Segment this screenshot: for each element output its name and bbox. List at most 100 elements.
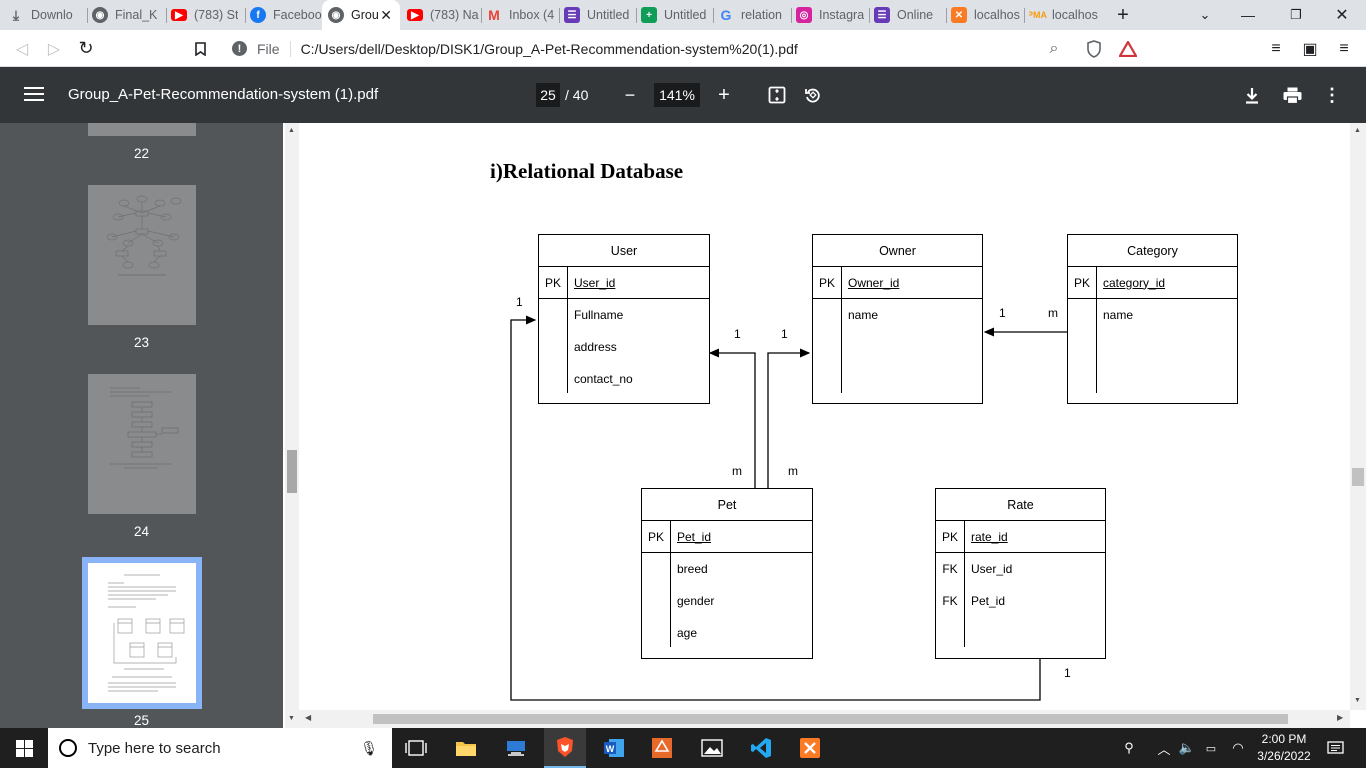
close-tab-icon[interactable]: ✕ (380, 6, 392, 23)
fk-label: FK (942, 562, 958, 576)
back-arrow-icon[interactable]: ◁ (15, 40, 29, 58)
sidebar-scrollbar[interactable]: ▲ ▼ (285, 123, 299, 728)
tab-sheets[interactable]: + Untitled (641, 0, 713, 30)
tab-strip: ⤓ Downlo ◉ Final_K ▶ (783) St f Faceboo … (0, 0, 1366, 30)
line-rate-to-user (510, 315, 1041, 701)
bookmark-icon[interactable] (188, 30, 212, 67)
wallet-icon[interactable]: ▣ (1302, 40, 1318, 58)
more-actions-icon[interactable]: ⋮ (1323, 84, 1341, 105)
network-app-icon[interactable] (496, 728, 536, 768)
file-explorer-icon[interactable] (446, 728, 486, 768)
tab-final[interactable]: ◉ Final_K (92, 0, 167, 30)
thumbnail-number: 24 (133, 524, 150, 539)
field: Fullname (574, 308, 624, 322)
fit-to-page-icon[interactable] (765, 83, 789, 107)
security-label: File (257, 40, 280, 57)
document-vertical-scrollbar[interactable]: ▲ ▼ (1350, 123, 1366, 710)
youtube-icon: ▶ (171, 9, 187, 21)
tab-instagram[interactable]: ◎ Instagra (796, 0, 868, 30)
forms-icon: ☰ (874, 7, 890, 23)
field: name (1103, 308, 1134, 322)
tab-active-pdf[interactable]: ◉ Grou ✕ (322, 0, 400, 30)
people-icon[interactable]: ⚲ (1124, 740, 1134, 755)
brave-browser-icon[interactable] (544, 728, 586, 768)
tab-search-chevron-down-icon[interactable]: ⌄ (1199, 7, 1211, 22)
windows-taskbar: Type here to search 🎙 W ⚲ ︿ 🔈 ▭ ◠ 2:00 P… (0, 728, 1366, 768)
zoom-in-button[interactable]: + (718, 83, 730, 106)
forward-arrow-icon[interactable]: ▷ (47, 40, 61, 58)
notifications-icon[interactable] (1320, 728, 1350, 768)
print-icon[interactable] (1280, 83, 1304, 107)
show-hidden-icons-chevron-up-icon[interactable]: ︿ (1157, 741, 1171, 757)
cardinality-label: m (1048, 306, 1058, 320)
document-horizontal-scrollbar[interactable]: ◀ ▶ (299, 710, 1350, 728)
info-icon[interactable]: ! (232, 41, 247, 56)
new-tab-button[interactable]: + (1117, 3, 1129, 26)
tab-youtube-2[interactable]: ▶ (783) Na (407, 0, 482, 30)
sheets-icon: + (641, 7, 657, 23)
download-icon[interactable] (1240, 83, 1264, 107)
close-window-button[interactable]: ✕ (1335, 7, 1349, 24)
fk-label: FK (942, 594, 958, 608)
thumbnail-page-25-selected[interactable] (82, 557, 202, 709)
field: contact_no (574, 372, 633, 386)
minimize-button[interactable]: — (1241, 7, 1255, 23)
cardinality-label: 1 (999, 306, 1006, 320)
gmail-icon: M (488, 7, 500, 23)
zoom-magnifier-icon[interactable]: ⌕ (1049, 39, 1059, 57)
cardinality-label: 1 (516, 295, 523, 309)
office-app-icon[interactable] (642, 728, 682, 768)
cardinality-label: 1 (1064, 666, 1071, 680)
tab-youtube-1[interactable]: ▶ (783) St (171, 0, 246, 30)
tab-forms-2[interactable]: ☰ Online (874, 0, 946, 30)
tab-facebook[interactable]: f Faceboo (250, 0, 322, 30)
zoom-out-button[interactable]: − (624, 84, 636, 105)
rotate-icon[interactable] (801, 83, 825, 107)
tab-gmail[interactable]: M Inbox (4 (486, 0, 558, 30)
menu-icon[interactable]: ≡ (1339, 39, 1349, 57)
playlist-icon[interactable]: ≡ (1271, 39, 1281, 57)
brave-rewards-icon[interactable] (1117, 30, 1139, 67)
word-icon[interactable]: W (594, 728, 634, 768)
task-view-icon[interactable] (396, 728, 436, 768)
entity-title: Rate (936, 489, 1105, 521)
clock[interactable]: 2:00 PM 3/26/2022 (1252, 731, 1316, 765)
hamburger-menu-icon[interactable] (24, 84, 44, 104)
restore-button[interactable]: ❐ (1290, 7, 1302, 22)
xampp-icon: ✕ (951, 7, 967, 23)
thumbnail-page-24[interactable] (88, 374, 196, 514)
cardinality-label: m (788, 464, 798, 478)
tab-localhost-1[interactable]: ✕ localhos (951, 0, 1023, 30)
url-text[interactable]: C:/Users/dell/Desktop/DISK1/Group_A-Pet-… (300, 40, 798, 57)
wifi-icon[interactable]: ◠ (1232, 740, 1244, 755)
photos-icon[interactable] (692, 728, 732, 768)
windows-start-icon[interactable] (0, 728, 48, 768)
youtube-icon: ▶ (407, 9, 423, 21)
xampp-icon[interactable] (790, 728, 830, 768)
taskbar-search-box[interactable]: Type here to search 🎙 (48, 728, 392, 768)
thumbnail-page-22[interactable] (88, 123, 196, 136)
volume-icon[interactable]: 🔈 (1178, 740, 1196, 755)
battery-icon[interactable]: ▭ (1205, 742, 1217, 755)
zoom-level-input[interactable]: 141% (654, 83, 700, 107)
address-bar[interactable]: ! File C:/Users/dell/Desktop/DISK1/Group… (222, 34, 1122, 63)
tab-forms-1[interactable]: ☰ Untitled (564, 0, 636, 30)
microphone-icon[interactable]: 🎙 (360, 739, 378, 756)
brave-shield-icon[interactable] (1083, 30, 1105, 67)
thumbnail-page-23[interactable] (88, 185, 196, 325)
reload-icon[interactable]: ↻ (78, 38, 94, 58)
thumbnail-number: 22 (133, 146, 150, 161)
vscode-icon[interactable] (741, 728, 781, 768)
tab-downloads[interactable]: ⤓ Downlo (8, 0, 86, 30)
page-number-input[interactable]: 25 (536, 83, 560, 107)
relationship-lines (510, 315, 1067, 701)
tab-localhost-2[interactable]: PMA localhos (1029, 8, 1098, 22)
pk-field: category_id (1103, 275, 1166, 290)
clock-date: 3/26/2022 (1257, 749, 1311, 763)
tab-google-search[interactable]: G relation (718, 0, 790, 30)
